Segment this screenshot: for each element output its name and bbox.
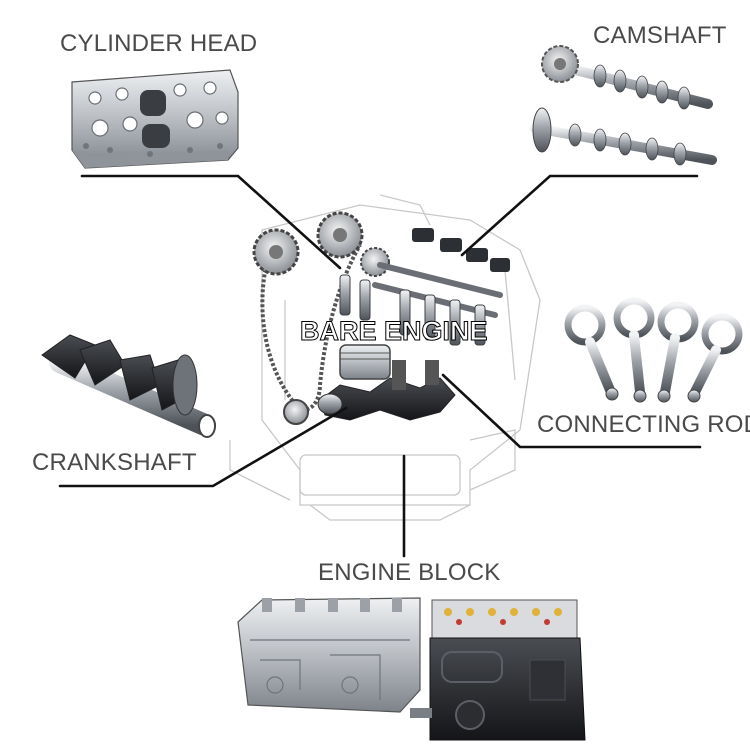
engine-block-label: ENGINE BLOCK: [318, 559, 501, 586]
timing-gear-left: [252, 228, 300, 276]
leader-line-crankshaft: [58, 406, 348, 488]
leader-line-camshaft: [460, 174, 699, 257]
engine-crankshaft: [317, 360, 456, 421]
cylinder-head-label: CYLINDER HEAD: [60, 30, 258, 57]
leader-lines: [58, 174, 702, 558]
camshaft-label: CAMSHAFT: [593, 22, 727, 49]
engine-block-bare-image: [237, 597, 421, 713]
connecting-rod-image: [564, 297, 743, 403]
bare-engine-label: BARE ENGINE: [300, 316, 489, 346]
engine-block-assembled-image: [410, 599, 586, 741]
leader-line-connecting-rod: [441, 373, 702, 449]
cylinder-head-image: [71, 69, 239, 169]
leader-line-cylinder-head: [80, 174, 342, 270]
connecting-rod-label: CONNECTING ROD: [537, 411, 750, 438]
timing-gear-right: [316, 211, 364, 259]
bare-engine-illustration: [229, 194, 541, 521]
camshaft-image: [530, 45, 717, 166]
crankshaft-image: [41, 334, 216, 438]
crankshaft-label: CRANKSHAFT: [32, 449, 197, 476]
piston: [339, 344, 391, 380]
